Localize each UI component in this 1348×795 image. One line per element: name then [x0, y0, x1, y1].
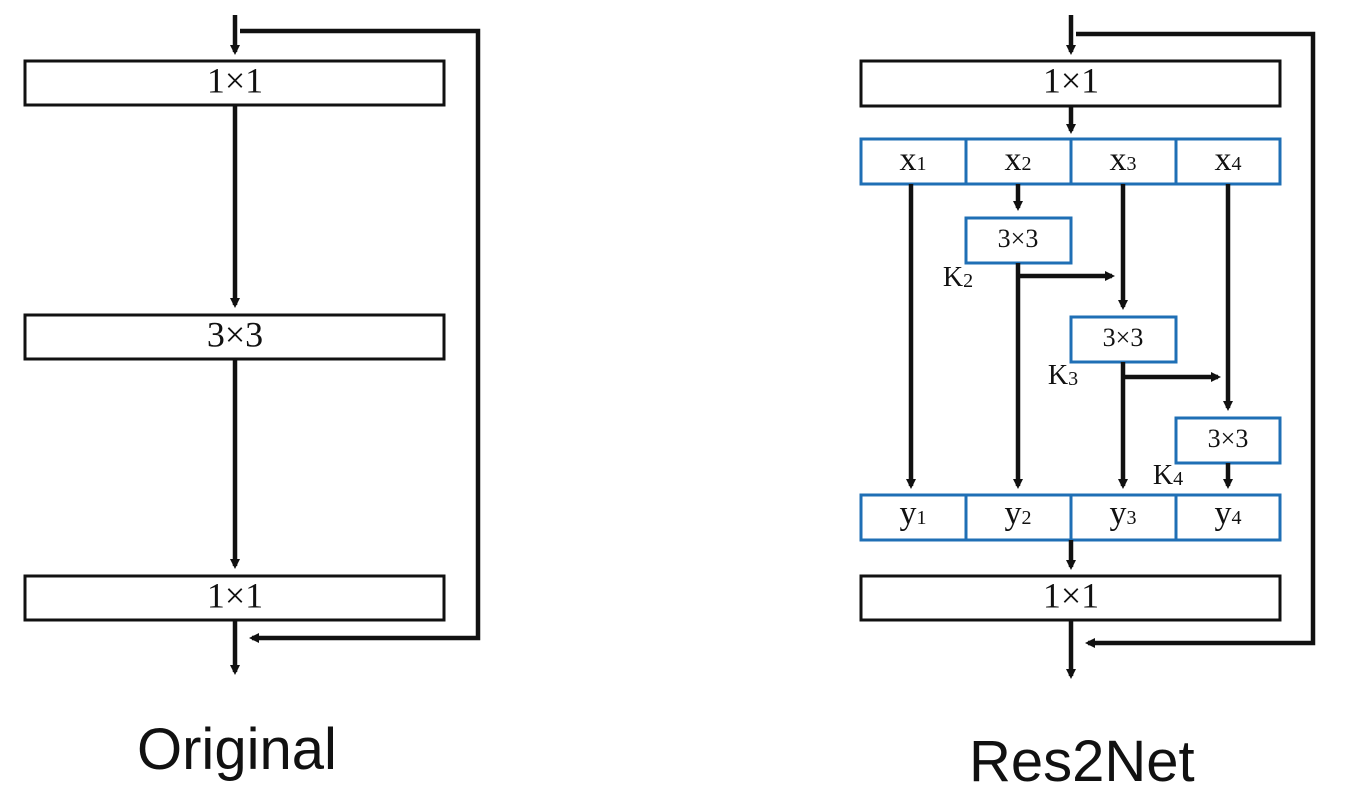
x-split-3-box	[1069, 137, 1178, 186]
res2net-caption: Res2Net	[969, 729, 1195, 794]
original-bottom-conv-box	[23, 574, 446, 622]
x-split-4-label: x4	[1215, 141, 1242, 178]
original-mid-conv-label: 3×3	[207, 314, 263, 354]
y-split-2-label: y2	[1005, 495, 1032, 532]
y-split-4-label: y4	[1215, 495, 1242, 532]
original-skip-connection	[240, 28, 481, 643]
x-split-1-label: x1	[900, 141, 927, 178]
k3-conv-label: 3×3	[1103, 323, 1144, 352]
k4-conv-label: 3×3	[1208, 424, 1249, 453]
y-split-1-box	[859, 493, 968, 542]
k2-conv-label: 3×3	[998, 224, 1039, 253]
x-split-4-box	[1174, 137, 1282, 186]
k4-conv-box	[1174, 416, 1282, 465]
y-splits-row: y1 y2 y3 y4	[859, 493, 1282, 542]
original-mid-conv-box	[23, 313, 446, 361]
y-split-4-box	[1174, 493, 1282, 542]
x-splits-row: x1 x2 x3 x4	[859, 137, 1282, 186]
original-block: 1×1 3×3 1×1	[23, 15, 481, 675]
res2net-skip-connection	[1076, 31, 1316, 648]
k2-conv-box	[964, 216, 1073, 265]
x-split-2-box	[964, 137, 1073, 186]
res2net-bottom-conv-label: 1×1	[1043, 575, 1099, 615]
k3-label: K3	[1048, 360, 1078, 391]
original-top-conv-label: 1×1	[207, 60, 263, 100]
res2net-top-conv-label: 1×1	[1043, 60, 1099, 100]
y-split-1-label: y1	[900, 495, 927, 532]
original-bottom-conv-label: 1×1	[207, 575, 263, 615]
y-split-3-label: y3	[1110, 495, 1137, 532]
res2net-block: 1×1 x1 x2 x3 x4 3×3 K2 3×3 K3	[859, 15, 1316, 679]
y-split-2-box	[964, 493, 1073, 542]
original-top-conv-box	[23, 59, 446, 107]
x-split-3-label: x3	[1110, 141, 1137, 178]
k2-label: K2	[943, 262, 973, 293]
y-split-3-box	[1069, 493, 1178, 542]
original-caption: Original	[137, 717, 337, 782]
k4-label: K4	[1153, 460, 1183, 491]
x-split-2-label: x2	[1005, 141, 1032, 178]
